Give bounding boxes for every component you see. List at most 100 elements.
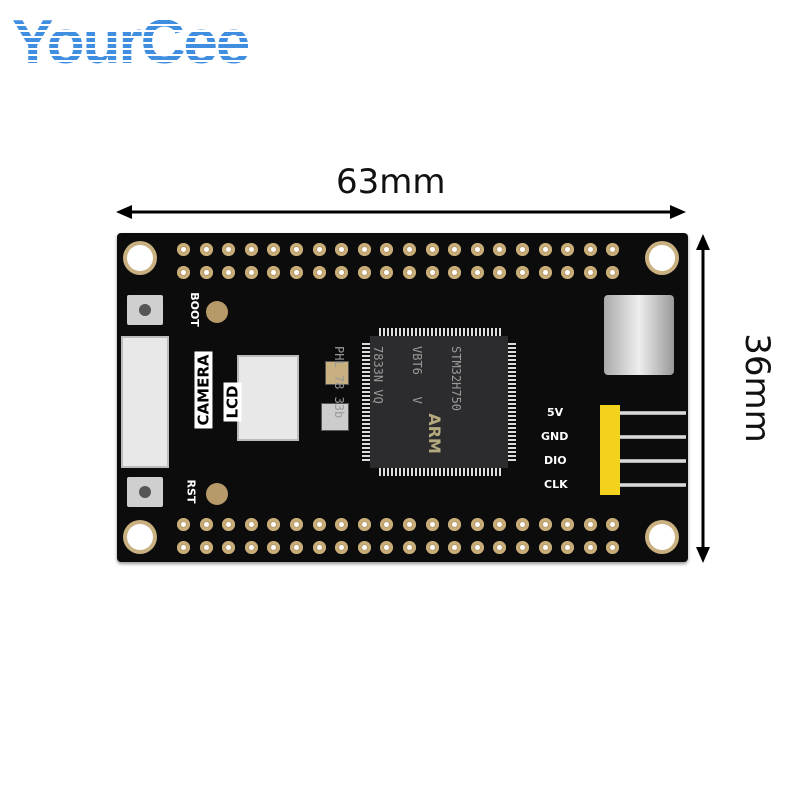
pcb-board: BOOT RST CAMERA LCD STM32H750 VBT6 V 783… [117,233,688,562]
swd-pin-header[interactable] [600,405,620,495]
usb-c-port[interactable] [604,295,674,375]
gpio-pad [177,243,190,256]
dimension-arrows [116,205,686,219]
gpio-pad [561,243,575,256]
gpio-pad [561,518,575,531]
chip-pins-top [379,328,501,336]
gpio-pad [583,243,597,256]
gpio-pad [244,518,258,531]
gpio-pad [357,266,371,279]
yourcee-logo: YourCee [12,8,250,77]
gpio-pad [448,518,462,531]
gpio-pad [380,243,394,256]
gpio-pad [357,541,371,554]
chip-line: PHL 78 33b [332,346,346,419]
mounting-hole [649,524,675,550]
gpio-pad [493,518,507,531]
gpio-pad [583,541,597,554]
gpio-pad [403,518,416,531]
gpio-pad [561,541,575,554]
gpio-pad [448,541,462,554]
gpio-pad [177,266,190,279]
gpio-pad [380,541,394,554]
mounting-hole [127,245,153,271]
gpio-pad [470,541,484,554]
gpio-pad [606,541,620,554]
gpio-pad [538,243,552,256]
gpio-pad [425,518,439,531]
header-pin [620,459,686,463]
header-pin [620,411,686,415]
boot-label: BOOT [187,292,201,327]
gpio-pad [380,518,394,531]
gpio-pad [583,266,597,279]
gpio-pad [222,266,236,279]
gpio-pad [244,541,258,554]
pin-label-clk: CLK [544,478,568,491]
test-pad [206,483,228,505]
gpio-pad [403,243,416,256]
gpio-pad [516,266,529,279]
gpio-pad [312,541,326,554]
reset-button[interactable] [127,477,163,507]
lcd-fpc-connector[interactable] [237,355,299,441]
gpio-pad [538,266,552,279]
mounting-hole [649,245,675,271]
arm-logo: ARM [424,413,444,454]
gpio-pad [606,243,620,256]
gpio-pad [335,541,349,554]
gpio-pad [222,541,236,554]
gpio-pad [606,266,620,279]
gpio-pad [380,266,394,279]
gpio-pad [493,541,507,554]
gpio-pad [267,541,281,554]
mounting-hole [127,524,153,550]
gpio-pad [222,243,236,256]
gpio-pad [425,541,439,554]
gpio-pad [199,266,213,279]
height-dimension-label: 36mm [736,333,777,443]
gpio-pad [561,266,575,279]
gpio-pad [312,518,326,531]
gpio-pad [516,518,529,531]
header-pin [620,483,686,487]
gpio-pad [199,243,213,256]
gpio-pad [516,541,529,554]
gpio-pad [493,266,507,279]
chip-pins-left [362,343,370,461]
camera-label: CAMERA [194,351,213,429]
rst-label: RST [184,479,198,504]
test-pad [206,301,228,323]
gpio-pad [403,266,416,279]
pin-label-dio: DIO [544,454,567,467]
gpio-pad [267,243,281,256]
gpio-pad [244,243,258,256]
gpio-pad [290,243,303,256]
gpio-pad [244,266,258,279]
pin-label-gnd: GND [541,430,569,443]
gpio-pad [538,541,552,554]
boot-button[interactable] [127,295,163,325]
gpio-pad [493,243,507,256]
camera-fpc-connector[interactable] [121,336,169,468]
gpio-pad [312,243,326,256]
header-pin [620,435,686,439]
gpio-pad [538,518,552,531]
gpio-pad [177,541,190,554]
gpio-pad [177,518,190,531]
gpio-pad [516,243,529,256]
gpio-pad [290,266,303,279]
gpio-pad [199,541,213,554]
pin-label-5v: 5V [547,406,564,419]
gpio-pad [606,518,620,531]
gpio-pad [470,243,484,256]
gpio-pad [357,243,371,256]
chip-pins-right [508,343,516,461]
gpio-pad [583,518,597,531]
gpio-pad [290,518,303,531]
stm32-chip: STM32H750 VBT6 V 7833N VQ PHL 78 33b ARM [332,336,508,468]
chip-pins-bottom [379,468,501,476]
gpio-pad [335,518,349,531]
gpio-pad [470,266,484,279]
width-dimension-label: 63mm [336,162,446,202]
